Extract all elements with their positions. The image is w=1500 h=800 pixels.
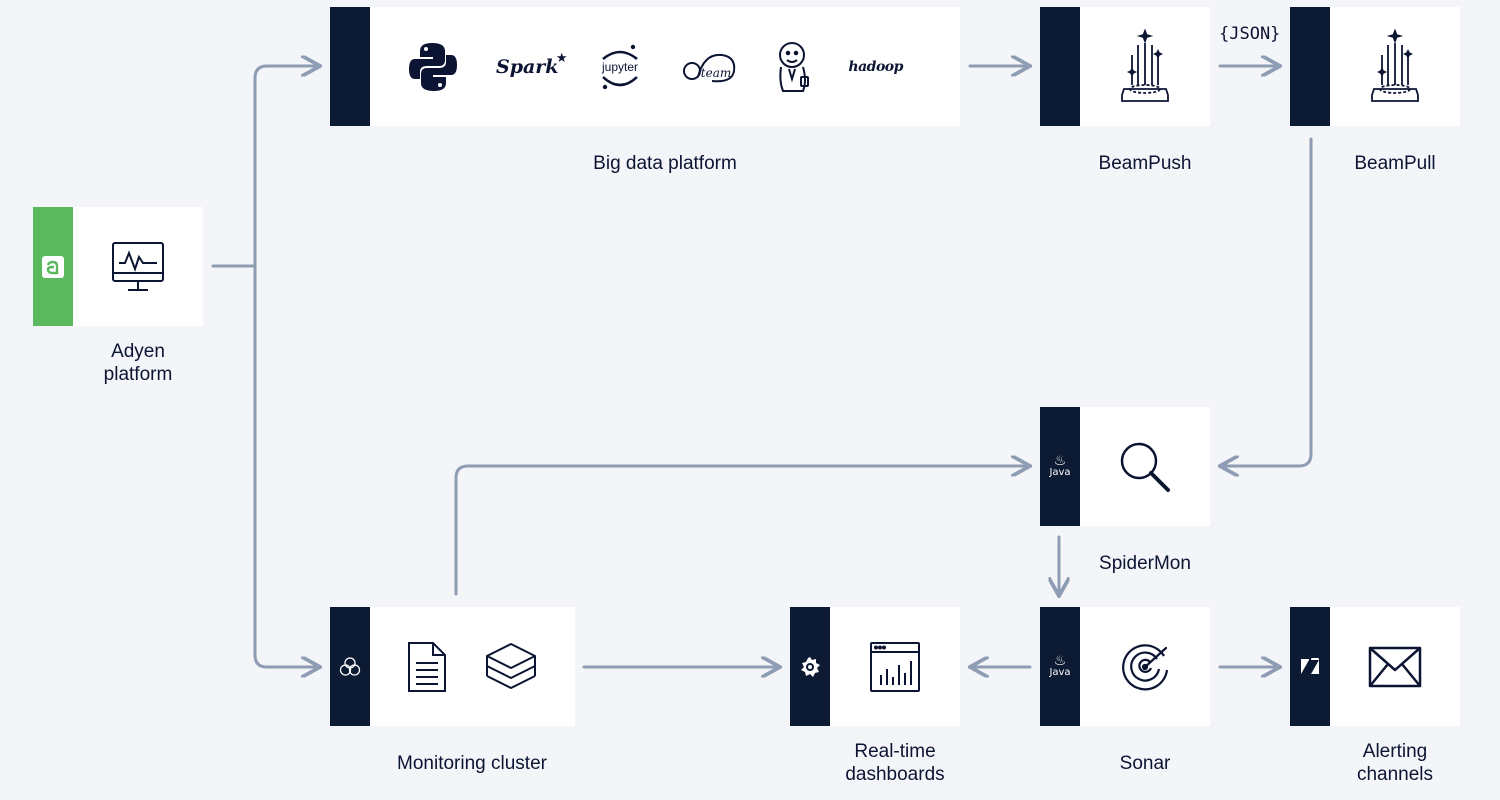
dashboard-chart-icon — [870, 641, 920, 692]
node-adyen-platform[interactable] — [33, 207, 203, 326]
node-alerting-channels[interactable] — [1290, 607, 1460, 726]
jenkins-logo-icon — [779, 41, 810, 92]
sonar-label: Sonar — [1119, 753, 1171, 774]
document-icon — [408, 641, 446, 692]
edge-monitoring-to-spidermon — [454, 466, 1028, 596]
sonar-strip: ♨ Java — [1040, 607, 1080, 726]
java-logo-text: Java — [1049, 666, 1071, 678]
layers-icon — [486, 642, 536, 689]
node-sonar[interactable]: ♨ Java — [1040, 607, 1210, 726]
envelope-icon — [1368, 646, 1422, 687]
adyen-logo-icon — [42, 255, 64, 278]
edge-beampull-to-spidermon — [1222, 137, 1313, 466]
spidermon-label: SpiderMon — [1099, 553, 1191, 574]
node-monitoring-cluster[interactable] — [330, 607, 575, 726]
zendesk-logo-icon — [1301, 657, 1319, 674]
beampush-label: BeamPush — [1098, 153, 1192, 174]
beampush-strip — [1040, 7, 1080, 126]
node-real-time-dashboards[interactable] — [790, 607, 960, 726]
spark-logo-text: Spark — [495, 55, 559, 78]
magnifier-icon — [1120, 442, 1170, 492]
jupyter-logo-icon: jupyter — [601, 44, 638, 89]
beampull-label: BeamPull — [1354, 153, 1436, 174]
hadoop-logo-text: hadoop — [848, 58, 903, 75]
alerting-strip — [1290, 607, 1330, 726]
spidermon-strip: ♨ Java — [1040, 407, 1080, 526]
jupyter-logo-text: jupyter — [601, 60, 638, 74]
team-logo-text: team — [701, 66, 731, 80]
adyen-platform-label: Adyen platform — [103, 341, 173, 385]
java-logo-text: Java — [1049, 466, 1071, 478]
spark-logo-icon: Spark ★ — [495, 49, 568, 78]
beam-icon — [1371, 28, 1419, 102]
cluster-logo-icon — [339, 656, 361, 676]
monitoring-strip — [330, 607, 370, 726]
adyen-strip — [33, 207, 73, 326]
json-edge-label: {JSON} — [1219, 24, 1281, 44]
team-logo-icon: team — [683, 53, 736, 82]
radar-icon — [1122, 643, 1169, 690]
beam-icon — [1121, 28, 1169, 102]
java-logo-icon: ♨ Java — [1049, 452, 1071, 478]
big-data-platform-label: Big data platform — [593, 153, 737, 174]
hadoop-logo-icon: hadoop — [848, 58, 903, 76]
node-beampush[interactable] — [1040, 7, 1210, 126]
java-logo-icon: ♨ Java — [1049, 652, 1071, 678]
edge-adyen-to-monitoring — [253, 264, 318, 667]
edge-adyen-to-bigdata — [253, 66, 318, 268]
alerting-channels-label: Alerting channels — [1356, 741, 1434, 785]
node-beampull[interactable] — [1290, 7, 1460, 126]
node-big-data-platform[interactable]: Spark ★ jupyter team hadoop — [330, 7, 960, 126]
monitor-chart-icon — [112, 241, 164, 291]
dashboards-strip — [790, 607, 830, 726]
big-data-strip — [330, 7, 370, 126]
monitoring-cluster-label: Monitoring cluster — [397, 753, 547, 774]
real-time-dashboards-label: Real-time dashboards — [845, 741, 945, 785]
python-logo-icon — [408, 42, 457, 91]
grafana-logo-icon — [801, 656, 820, 677]
beampull-strip — [1290, 7, 1330, 126]
node-spidermon[interactable]: ♨ Java — [1040, 407, 1210, 526]
